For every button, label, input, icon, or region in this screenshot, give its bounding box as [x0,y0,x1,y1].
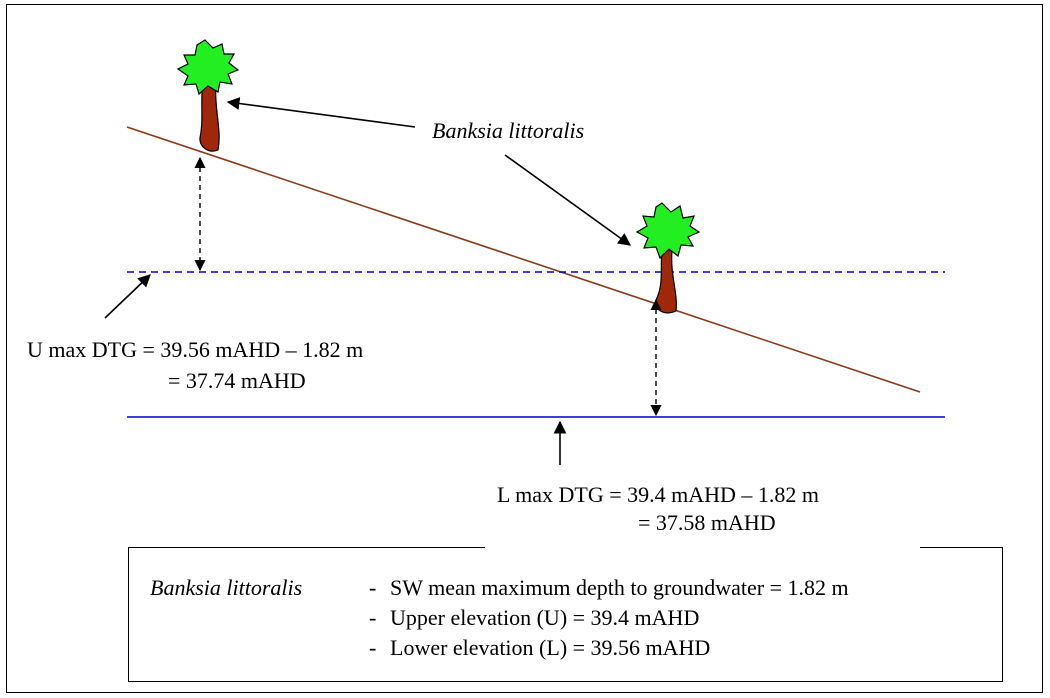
tree-lower-icon [635,202,701,314]
arrow-to-upper-line [104,274,151,319]
legend-dash-2: - [369,605,377,630]
legend-item-3: Lower elevation (L) = 39.56 mAHD [390,635,711,660]
legend-item-1: SW mean maximum depth to groundwater = 1… [390,575,849,600]
legend-dash-3: - [369,635,377,660]
tree-upper-icon [176,39,240,152]
legend-box [128,547,1003,682]
arrow-to-upper-tree [226,97,416,128]
legend-species: Banksia littoralis [150,575,303,600]
lower-dtg-line1: L max DTG = 39.4 mAHD – 1.82 m [497,482,820,507]
legend-dash-1: - [369,575,377,600]
upper-dtg-line2: = 37.74 mAHD [168,368,306,393]
legend-item-2: Upper elevation (U) = 39.4 mAHD [390,605,700,630]
lower-dtg-line2: = 37.58 mAHD [638,510,776,535]
ground-slope-line [126,126,921,393]
arrow-to-lower-tree [504,154,632,246]
legend-box-gap [485,545,920,549]
upper-dtg-line1: U max DTG = 39.56 mAHD – 1.82 m [27,337,364,362]
species-label: Banksia littoralis [432,118,585,143]
